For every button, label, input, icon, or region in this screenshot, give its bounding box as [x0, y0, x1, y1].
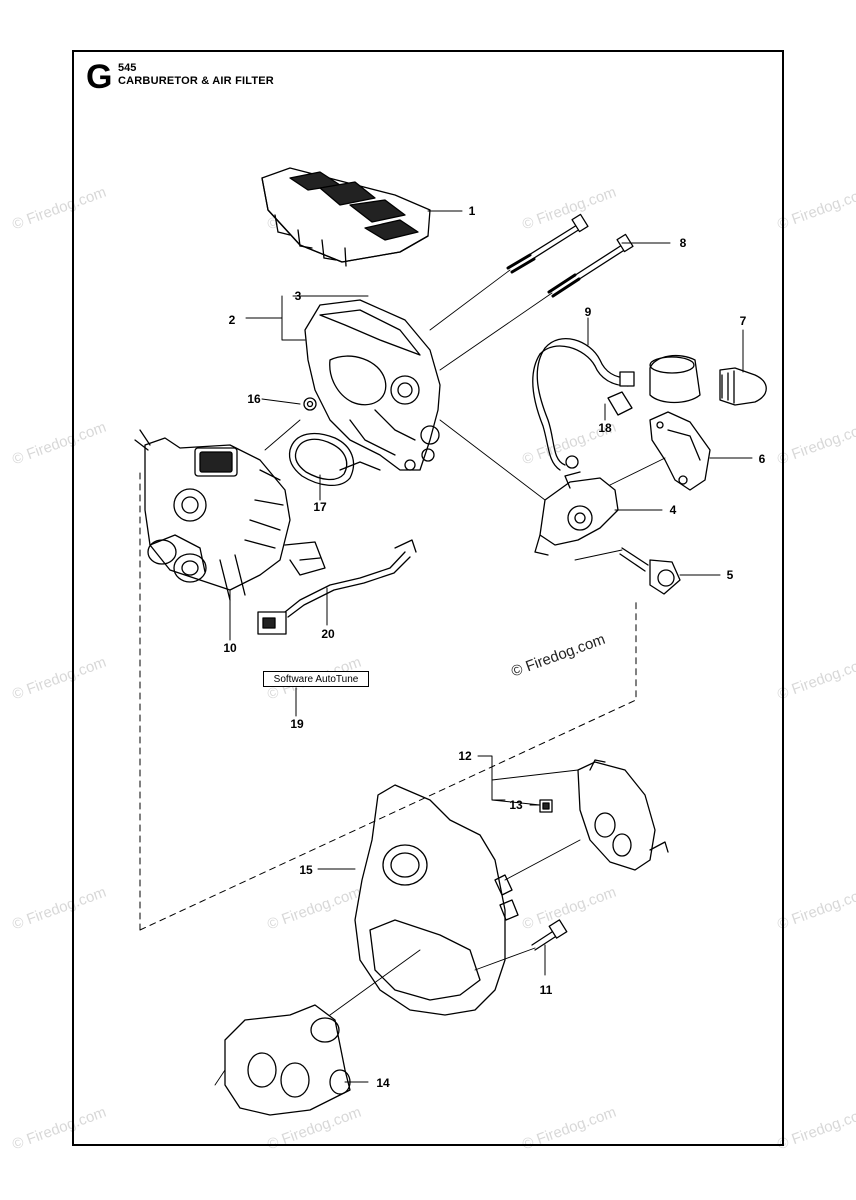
cylinder-cover: [354, 784, 519, 1016]
clip: [539, 799, 553, 813]
callout-4: 4: [669, 503, 677, 517]
model-number: 545: [118, 62, 137, 74]
diagram-frame: [72, 50, 784, 1146]
callout-12: 12: [458, 749, 472, 763]
callout-18: 18: [598, 421, 612, 435]
primer-bulb: [649, 354, 767, 406]
choke-lever: [534, 471, 619, 556]
screw: [531, 919, 568, 951]
bracket: [649, 411, 711, 491]
fuel-hose: [532, 338, 629, 471]
callout-8: 8: [679, 236, 687, 250]
cable: [257, 539, 417, 635]
o-ring: [288, 432, 355, 486]
callout-17: 17: [313, 500, 327, 514]
callout-3: 3: [294, 289, 302, 303]
section-letter: G: [86, 58, 113, 96]
callout-1: 1: [468, 204, 476, 218]
small-hose: [607, 371, 635, 416]
software-autotune-box: Software AutoTune: [263, 671, 369, 687]
throttle-shaft: [619, 547, 681, 595]
callout-13: 13: [509, 798, 523, 812]
callout-7: 7: [739, 314, 747, 328]
air-filter-cover: [261, 167, 431, 267]
carburetor: [134, 429, 326, 601]
callout-6: 6: [758, 452, 766, 466]
callout-20: 20: [321, 627, 335, 641]
intake-manifold: [224, 1004, 351, 1116]
carburetor-housing: [304, 299, 441, 471]
callout-10: 10: [223, 641, 237, 655]
callout-15: 15: [299, 863, 313, 877]
callout-5: 5: [726, 568, 734, 582]
callout-19: 19: [290, 717, 304, 731]
diagram-title: CARBURETOR & AIR FILTER: [118, 75, 274, 87]
small-gasket: [303, 397, 317, 411]
callout-14: 14: [376, 1076, 390, 1090]
callout-9: 9: [584, 305, 592, 319]
long-screws: [506, 213, 634, 298]
intake-bracket: [577, 759, 669, 871]
callout-11: 11: [539, 983, 553, 997]
callout-2: 2: [228, 313, 236, 327]
callout-16: 16: [247, 392, 261, 406]
